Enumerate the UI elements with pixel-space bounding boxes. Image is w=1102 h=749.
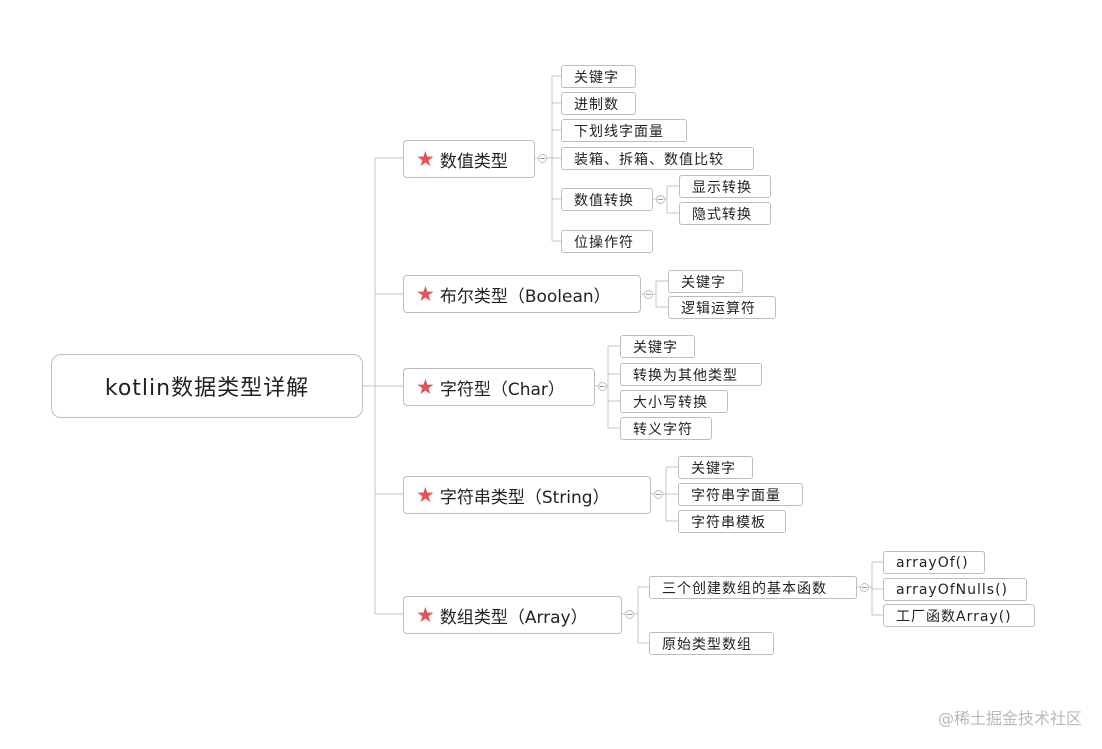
- leaf-number-underscore-literal[interactable]: 下划线字面量: [561, 119, 687, 142]
- star-icon: ★: [416, 146, 435, 171]
- star-icon: ★: [416, 281, 435, 306]
- leaf-label: 原始类型数组: [662, 636, 752, 653]
- leaf-label: 三个创建数组的基本函数: [662, 580, 827, 597]
- star-icon: ★: [416, 374, 435, 399]
- leaf-number-radix[interactable]: 进制数: [561, 92, 636, 115]
- leaf-label: 进制数: [574, 96, 619, 113]
- collapse-toggle-boolean-type[interactable]: [644, 290, 653, 299]
- leaf-label: 数值转换: [574, 192, 634, 209]
- leaf-char-conversion[interactable]: 转换为其他类型: [620, 363, 762, 386]
- root-topic[interactable]: kotlin数据类型详解: [51, 354, 363, 418]
- leaf-implicit-conversion[interactable]: 隐式转换: [679, 202, 771, 225]
- leaf-bitwise-operators[interactable]: 位操作符: [561, 230, 653, 253]
- leaf-boolean-keyword[interactable]: 关键字: [668, 270, 743, 293]
- leaf-label: 逻辑运算符: [681, 300, 756, 317]
- collapse-toggle-char-type[interactable]: [598, 382, 607, 391]
- branch-label: 数值类型: [439, 151, 508, 172]
- leaf-number-keyword[interactable]: 关键字: [561, 65, 636, 88]
- leaf-label: 转换为其他类型: [633, 367, 738, 384]
- star-icon: ★: [416, 602, 435, 627]
- connector-root: [363, 157, 403, 615]
- leaf-char-escape[interactable]: 转义字符: [620, 417, 712, 440]
- collapse-toggle-string-type[interactable]: [654, 490, 663, 499]
- branch-char-type[interactable]: ★ 字符型（Char）: [403, 368, 595, 406]
- star-icon: ★: [416, 482, 435, 507]
- leaf-explicit-conversion[interactable]: 显示转换: [679, 175, 771, 198]
- leaf-label: arrayOf(): [896, 554, 969, 571]
- branch-array-type[interactable]: ★ 数组类型（Array）: [403, 596, 622, 634]
- leaf-arrayofnulls[interactable]: arrayOfNulls(): [883, 578, 1027, 601]
- leaf-label: 转义字符: [633, 421, 693, 438]
- leaf-label: 关键字: [691, 460, 736, 477]
- leaf-label: 关键字: [633, 339, 678, 356]
- branch-label: 字符串类型（String）: [439, 487, 610, 508]
- collapse-toggle-array-type[interactable]: [625, 610, 634, 619]
- leaf-number-boxing[interactable]: 装箱、拆箱、数值比较: [561, 147, 754, 170]
- collapse-toggle-number-types[interactable]: [538, 154, 547, 163]
- collapse-toggle-array-functions[interactable]: [860, 583, 869, 592]
- leaf-number-conversion[interactable]: 数值转换: [561, 188, 653, 211]
- branch-label: 字符型（Char）: [439, 379, 565, 400]
- leaf-label: 显示转换: [692, 179, 752, 196]
- leaf-factory-array[interactable]: 工厂函数Array(): [883, 604, 1035, 627]
- leaf-string-template[interactable]: 字符串模板: [678, 510, 786, 533]
- leaf-char-keyword[interactable]: 关键字: [620, 335, 695, 358]
- leaf-string-keyword[interactable]: 关键字: [678, 456, 753, 479]
- branch-boolean-type[interactable]: ★ 布尔类型（Boolean）: [403, 275, 641, 313]
- leaf-array-functions[interactable]: 三个创建数组的基本函数: [649, 576, 857, 599]
- leaf-label: 下划线字面量: [574, 123, 664, 140]
- leaf-label: 关键字: [574, 69, 619, 86]
- leaf-label: 工厂函数Array(): [896, 608, 1012, 625]
- branch-number-types[interactable]: ★ 数值类型: [403, 140, 535, 178]
- leaf-label: 位操作符: [574, 234, 634, 251]
- leaf-label: 大小写转换: [633, 394, 708, 411]
- leaf-primitive-arrays[interactable]: 原始类型数组: [649, 632, 774, 655]
- leaf-arrayof[interactable]: arrayOf(): [883, 551, 985, 574]
- collapse-toggle-number-conversion[interactable]: [656, 195, 665, 204]
- watermark: @稀土掘金技术社区: [937, 709, 1082, 728]
- branch-label: 布尔类型（Boolean）: [439, 286, 611, 307]
- leaf-label: 装箱、拆箱、数值比较: [574, 151, 724, 168]
- branch-string-type[interactable]: ★ 字符串类型（String）: [403, 476, 651, 514]
- root-topic-label: kotlin数据类型详解: [104, 376, 310, 401]
- leaf-label: 隐式转换: [692, 206, 752, 223]
- leaf-label: 字符串字面量: [691, 487, 781, 504]
- leaf-logical-operators[interactable]: 逻辑运算符: [668, 296, 776, 319]
- leaf-label: 关键字: [681, 274, 726, 291]
- leaf-char-case[interactable]: 大小写转换: [620, 390, 728, 413]
- leaf-string-literal[interactable]: 字符串字面量: [678, 483, 803, 506]
- leaf-label: arrayOfNulls(): [896, 581, 1008, 598]
- leaf-label: 字符串模板: [691, 514, 766, 531]
- branch-label: 数组类型（Array）: [439, 607, 588, 628]
